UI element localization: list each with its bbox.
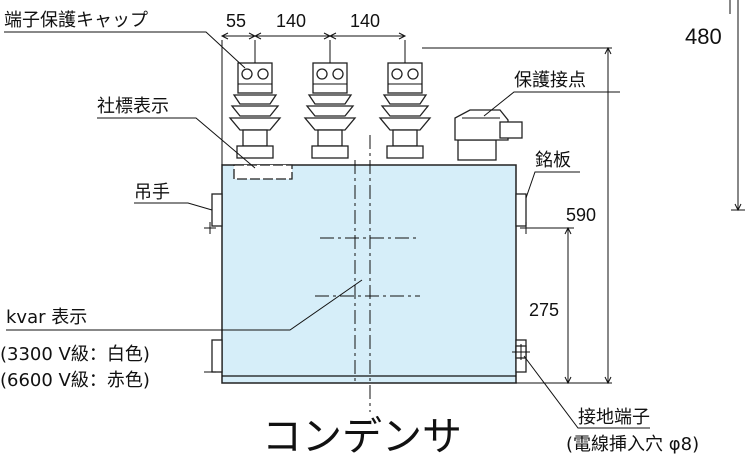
protective-contact — [454, 109, 523, 161]
label-logo-display: 社標表示 — [97, 96, 169, 117]
label-nameplate: 銘板 — [535, 150, 571, 171]
label-hanger: 吊手 — [134, 182, 170, 203]
label-protect-contact: 保護接点 — [514, 70, 586, 91]
dim-275: 275 — [529, 300, 559, 320]
top-dimensions: 55 140 140 — [220, 11, 407, 165]
dim-590: 590 — [566, 205, 596, 225]
label-ground-hole: (電線挿入穴 φ8) — [566, 434, 699, 455]
bushing-1 — [228, 40, 282, 159]
right-dimensions: 590 275 — [422, 46, 612, 385]
label-ground-terminal: 接地端子 — [578, 407, 650, 428]
ground-terminal-screw — [512, 344, 530, 360]
bushing-3 — [378, 40, 432, 159]
dim-480-group: 480 — [685, 0, 745, 212]
label-kvar: kvar 表示 — [6, 307, 87, 328]
dim-140a: 140 — [276, 11, 306, 31]
logo-plate — [233, 164, 293, 180]
label-kvar-3300: (3300 V級：白色) — [0, 344, 150, 365]
label-terminal-cap: 端子保護キャップ — [4, 10, 148, 31]
dim-55: 55 — [226, 11, 246, 31]
foot-left — [204, 339, 223, 373]
label-kvar-6600: (6600 V級：赤色) — [0, 370, 150, 391]
diagram-title: コンデンサ — [262, 414, 462, 460]
capacitor-body — [221, 164, 517, 384]
dim-140b: 140 — [350, 11, 380, 31]
hanger-left — [204, 193, 223, 234]
bushing-2 — [303, 40, 357, 159]
dim-480: 480 — [685, 24, 722, 49]
